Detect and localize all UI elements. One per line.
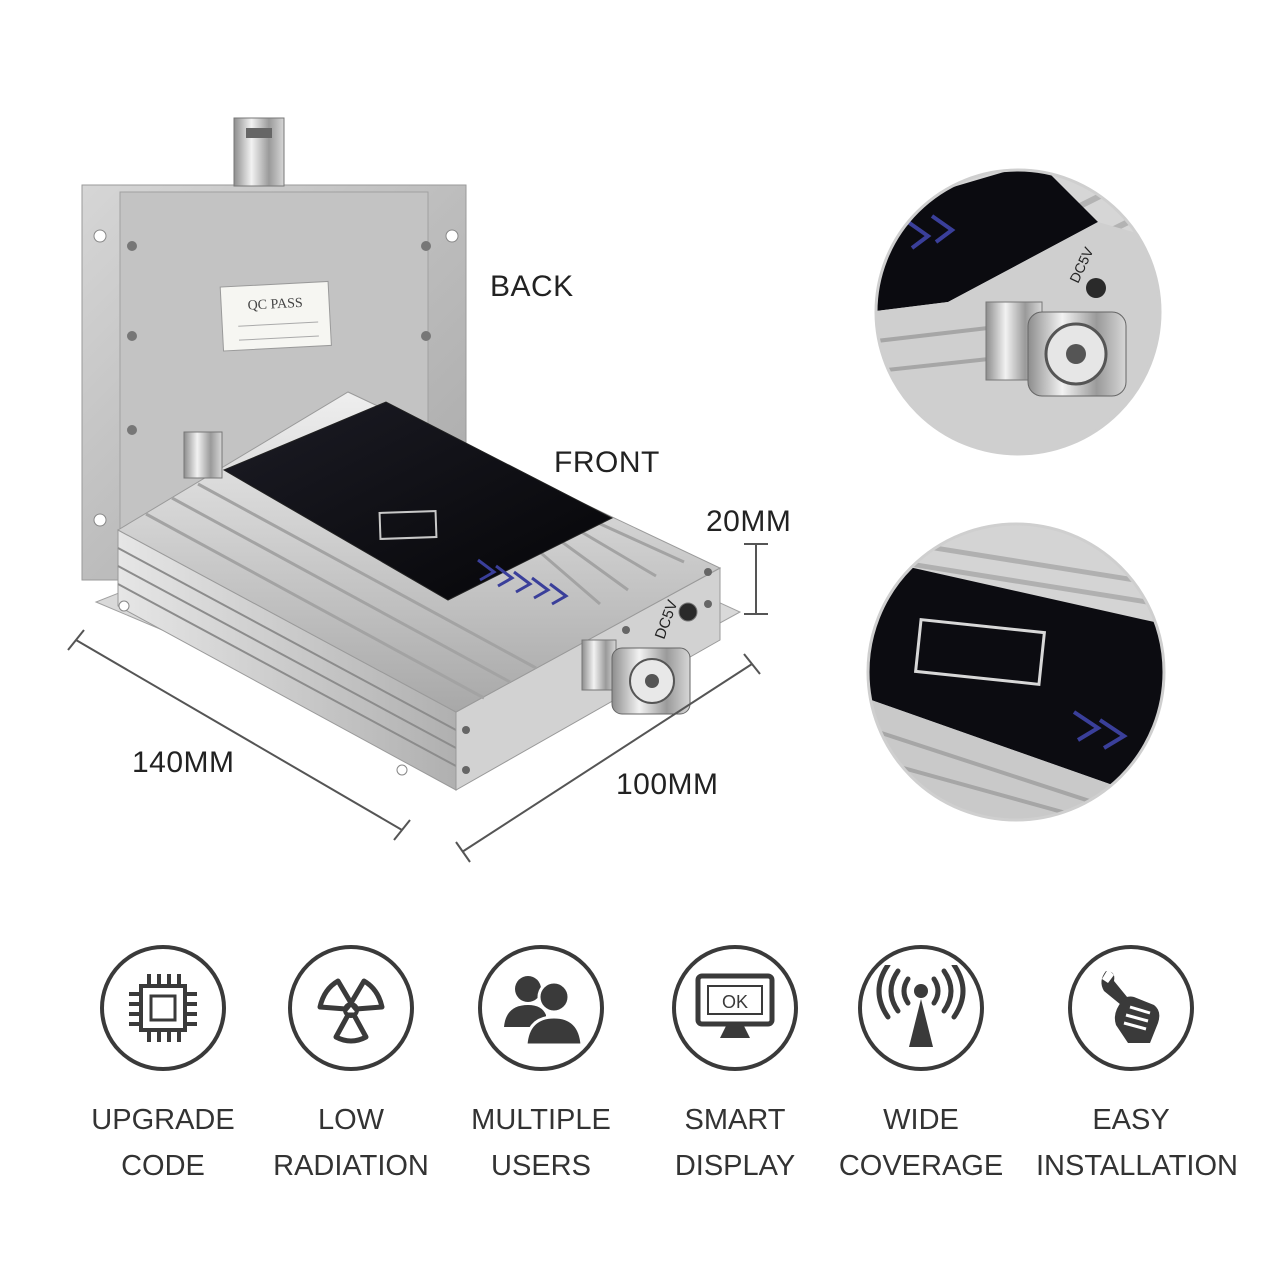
zoom-connector-detail: DC5V xyxy=(874,168,1162,456)
front-label: FRONT xyxy=(554,446,660,479)
users-icon xyxy=(478,945,604,1071)
antenna-icon xyxy=(858,945,984,1071)
height-dimension: 20MM xyxy=(706,505,792,538)
display-ok-text: OK xyxy=(722,992,748,1012)
dimension-lines xyxy=(67,543,768,863)
length-dimension: 140MM xyxy=(132,746,235,779)
zoom-display-detail xyxy=(866,522,1166,822)
qc-sticker: QC PASS xyxy=(219,280,332,352)
qc-title: QC PASS xyxy=(247,296,303,314)
product-illustration: QC PASS xyxy=(67,117,768,863)
chip-icon xyxy=(100,945,226,1071)
width-dimension: 100MM xyxy=(616,768,719,801)
n-connector xyxy=(581,639,691,715)
monitor-icon: OK xyxy=(672,945,798,1071)
panel-chevrons xyxy=(477,558,569,606)
front-unit: DC5V xyxy=(94,391,742,791)
radiation-icon xyxy=(288,945,414,1071)
back-label: BACK xyxy=(490,270,574,303)
side-fins xyxy=(117,547,457,767)
wrench-hand-icon xyxy=(1068,945,1194,1071)
